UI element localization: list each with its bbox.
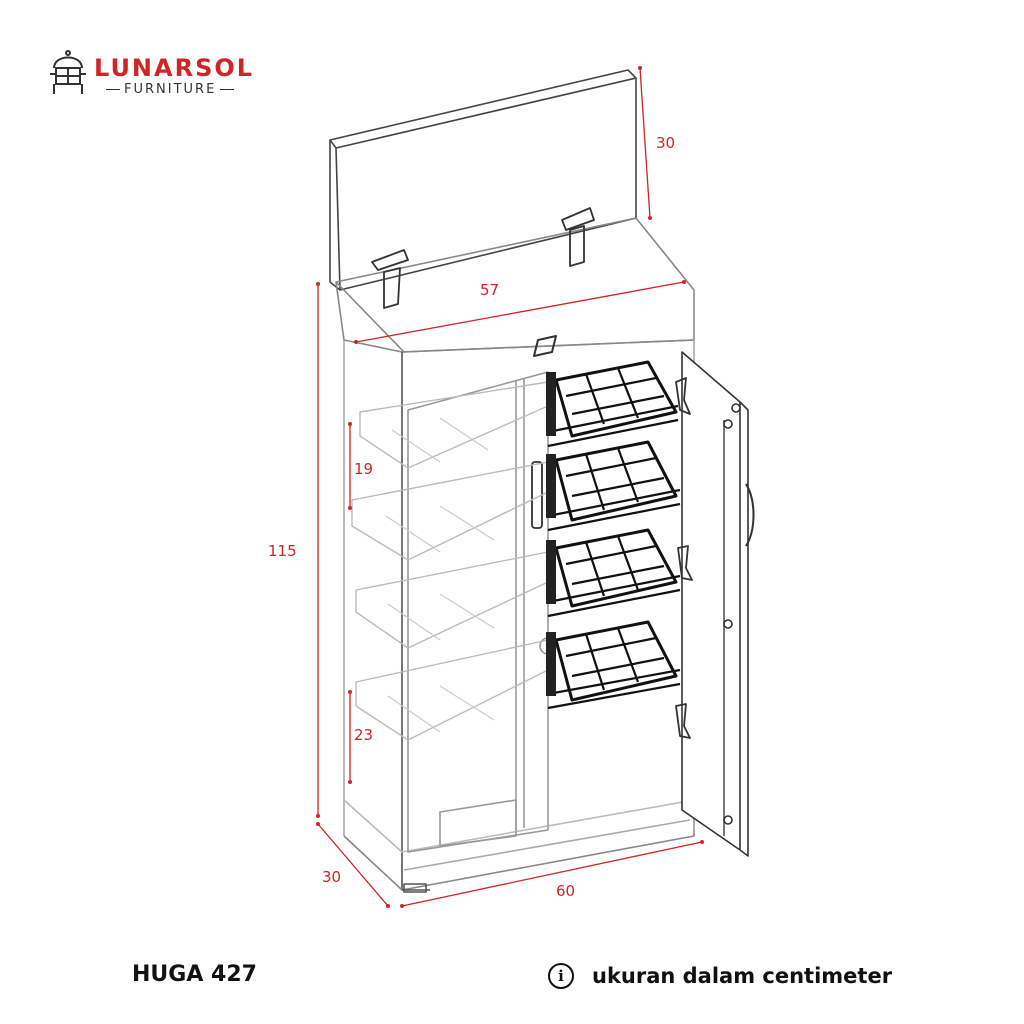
dim-shelf-spacing: 19 xyxy=(354,460,374,478)
brand-logo: LUNARSOL FURNITURE xyxy=(46,44,266,104)
product-model: HUGA 427 xyxy=(132,962,257,987)
unit-note: i ukuran dalam centimeter xyxy=(548,960,892,992)
unit-note-text: ukuran dalam centimeter xyxy=(592,964,893,988)
dim-lid-height: 30 xyxy=(656,134,676,152)
dim-width: 60 xyxy=(556,882,576,900)
brand-tagline: FURNITURE xyxy=(102,82,238,97)
dim-depth: 30 xyxy=(322,868,342,886)
dim-total-height: 115 xyxy=(268,542,297,560)
lid-panel xyxy=(329,69,637,291)
brand-name: LUNARSOL xyxy=(94,54,255,82)
info-icon: i xyxy=(548,963,574,989)
dim-bottom-spacing: 23 xyxy=(354,726,374,744)
chair-throne-icon xyxy=(50,50,86,94)
dim-inner-width: 57 xyxy=(480,281,500,299)
